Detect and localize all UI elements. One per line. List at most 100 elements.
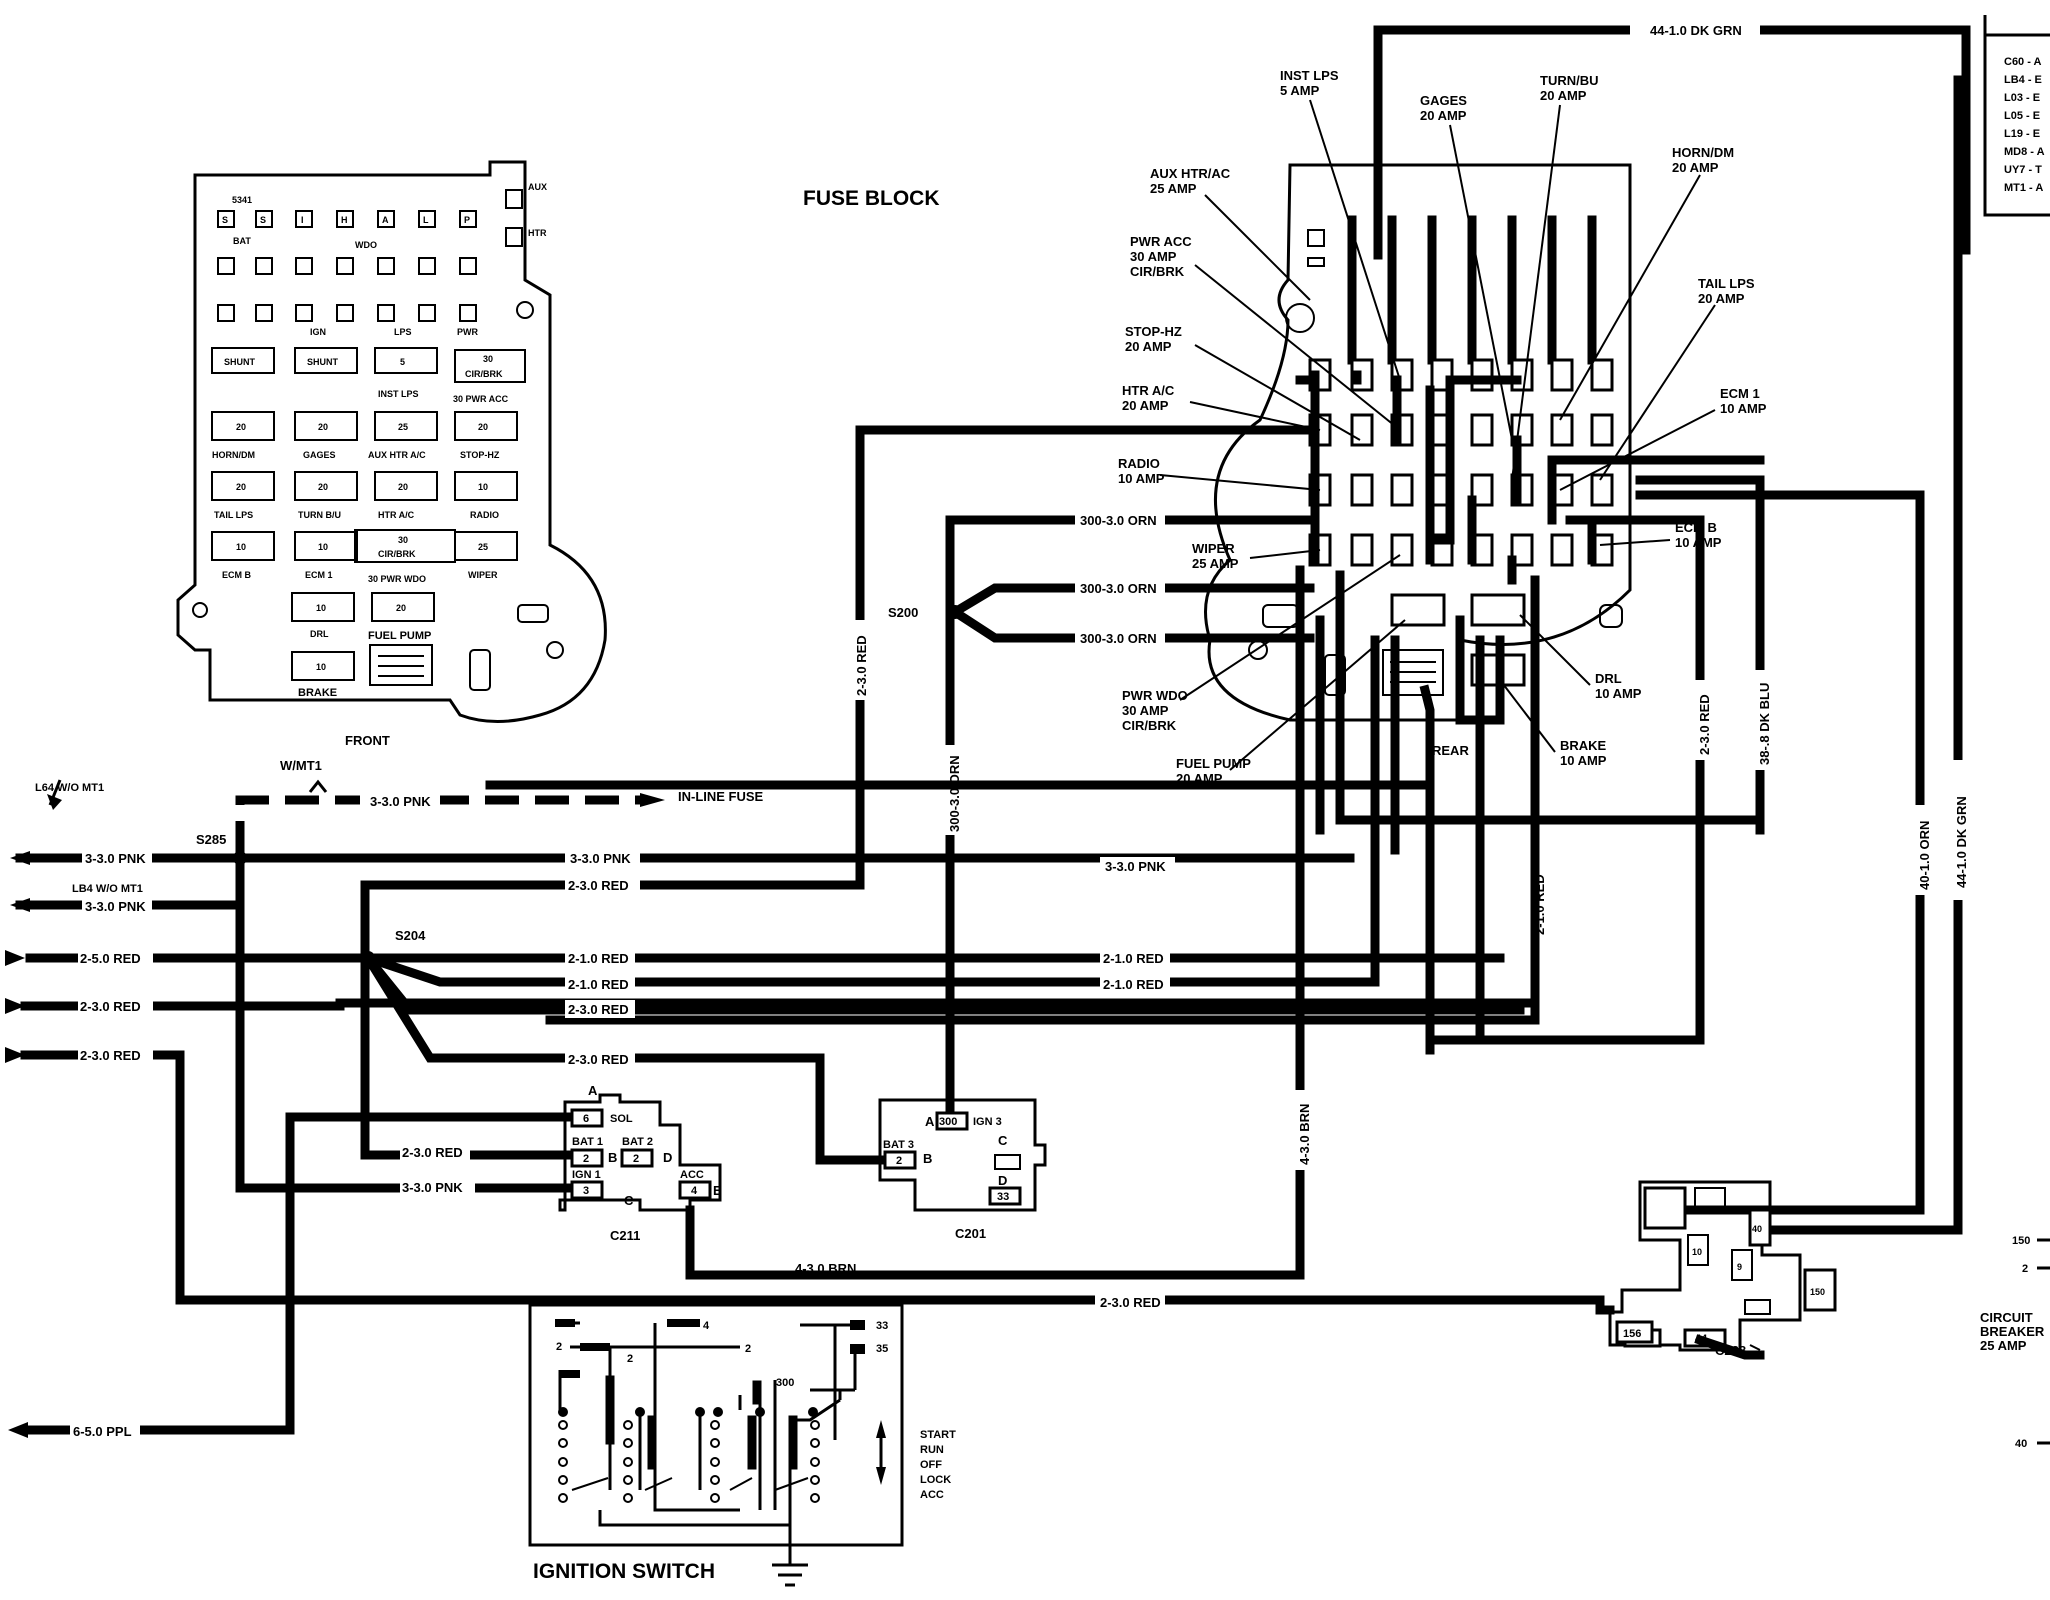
svg-text:2: 2 [556,1341,562,1353]
wire-label: 2-1.0 RED [1103,977,1164,992]
svg-text:5341: 5341 [232,195,252,205]
edge-label: 40 [2015,1438,2027,1450]
svg-text:40: 40 [1752,1224,1762,1234]
breaker-label: BREAKER [1980,1324,2045,1339]
fuel-pump-socket [1382,649,1444,696]
svg-text:B: B [923,1151,932,1166]
fuse-columns [1347,215,1597,365]
wire-label: 3-3.0 PNK [85,899,146,914]
option-code-list: C60 - A LB4 - E L03 - E L05 - E L19 - E … [2004,56,2045,194]
wire-label-vertical: 4-3.0 BRN [1297,1104,1312,1165]
svg-text:10: 10 [316,662,326,672]
wire-label: 3-3.0 PNK [402,1180,463,1195]
svg-text:C201: C201 [955,1226,986,1241]
svg-text:L: L [423,215,429,225]
wire-label-vertical: 2-3.0 RED [1697,694,1712,755]
svg-text:WIPER: WIPER [468,570,498,580]
svg-text:ECM B: ECM B [222,570,252,580]
svg-text:SHUNT: SHUNT [307,357,339,367]
svg-text:30: 30 [398,535,408,545]
svg-text:2: 2 [583,1153,589,1165]
fuse-name: FUEL PUMP [1176,756,1251,771]
svg-text:10: 10 [1692,1247,1702,1257]
fuse-rating: 30 AMP [1122,703,1169,718]
svg-text:E: E [713,1183,722,1198]
svg-text:BAT 2: BAT 2 [622,1136,653,1148]
svg-text:DRL: DRL [310,629,329,639]
option-note: LB4 W/O MT1 [72,883,143,895]
fuse-name: STOP-HZ [1125,324,1182,339]
svg-text:S: S [260,215,266,225]
wire-label: 2-3.0 RED [568,878,629,893]
option-code: MT1 - A [2004,182,2043,194]
fuse-name: HORN/DM [1672,145,1734,160]
option-code: L03 - E [2004,92,2040,104]
wire-label: 2-1.0 RED [1103,951,1164,966]
wire-label: 3-3.0 PNK [370,794,431,809]
fuel-pump-socket [369,644,433,686]
svg-text:LPS: LPS [394,327,412,337]
fuse-name: GAGES [1420,93,1467,108]
svg-text:2: 2 [633,1153,639,1165]
svg-text:20: 20 [318,422,328,432]
svg-text:35: 35 [876,1343,888,1355]
wire-label-vertical: 2-3.0 RED [854,635,869,696]
ignition-position: OFF [920,1459,942,1471]
splice-dot [948,605,962,619]
svg-text:IGN 3: IGN 3 [973,1116,1002,1128]
svg-text:WDO: WDO [355,240,377,250]
fuse-rating: 20 AMP [1122,398,1169,413]
svg-text:I: I [301,215,304,225]
option-code: L05 - E [2004,110,2040,122]
fuse-name: DRL [1595,671,1622,686]
svg-text:IGN 1: IGN 1 [572,1169,601,1181]
splice-label: S285 [196,832,226,847]
fuse-name: RADIO [1118,456,1160,471]
svg-text:S: S [222,215,228,225]
svg-text:D: D [663,1150,672,1165]
flasher-socket [1324,654,1346,696]
wire-label: 2-3.0 RED [568,1052,629,1067]
svg-text:33: 33 [876,1320,888,1332]
connector-c201: A 300 IGN 3 BAT 3 2 B C D 33 C201 [878,1098,1047,1241]
fuse-block-title: FUSE BLOCK [803,187,940,210]
svg-text:2: 2 [896,1155,902,1167]
fuse-extra: CIR/BRK [1122,718,1177,733]
svg-text:HTR A/C: HTR A/C [378,510,415,520]
inline-fuse-label: IN-LINE FUSE [678,789,764,804]
ignition-position: START [920,1429,956,1441]
svg-text:INST LPS: INST LPS [378,389,419,399]
svg-text:10: 10 [478,482,488,492]
wire-label: 300-3.0 ORN [1080,631,1157,646]
option-code: MD8 - A [2004,146,2045,158]
svg-text:HTR: HTR [528,228,547,238]
svg-text:20: 20 [478,422,488,432]
fuse-name: PWR WDO [1122,688,1188,703]
svg-text:B: B [608,1150,617,1165]
svg-text:150: 150 [1810,1287,1825,1297]
wire-label: 2-5.0 RED [80,951,141,966]
svg-text:3: 3 [583,1185,589,1197]
fuse-rating: 25 AMP [1150,181,1197,196]
svg-text:ECM 1: ECM 1 [305,570,333,580]
edge-label: 2 [2022,1263,2028,1275]
svg-text:BAT 1: BAT 1 [572,1136,603,1148]
wire-300-orn [945,515,1315,1120]
mount-hole [1285,303,1315,333]
svg-text:RADIO: RADIO [470,510,499,520]
svg-text:D: D [998,1173,1007,1188]
wire-label: 2-1.0 RED [568,951,629,966]
svg-text:BAT: BAT [233,236,251,246]
ignition-switch: 3 2 2 4 2 33 35 300 START RUN OFF LOCK A… [528,1303,956,1587]
fuse-rating: 20 AMP [1540,88,1587,103]
breaker-label: CIRCUIT [1980,1310,2033,1325]
svg-text:CIR/BRK: CIR/BRK [465,369,503,379]
fuse-rating: 20 AMP [1125,339,1172,354]
svg-text:CIR/BRK: CIR/BRK [378,549,416,559]
svg-text:P: P [464,215,470,225]
svg-text:2: 2 [745,1343,751,1355]
svg-text:10: 10 [316,603,326,613]
wire-label-top: 44-1.0 DK GRN [1650,23,1742,38]
